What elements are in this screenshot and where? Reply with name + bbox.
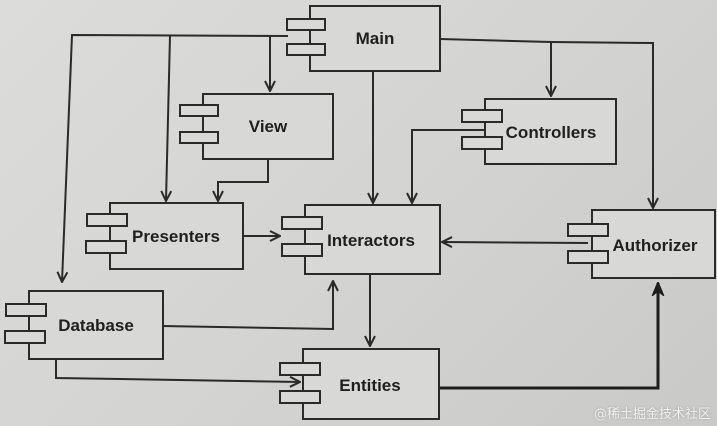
component-label: Database	[58, 316, 134, 335]
edge-database-to-interactors	[161, 281, 333, 331]
component-port-icon	[286, 43, 326, 56]
component-presenters[interactable]: Presenters	[85, 202, 244, 270]
component-port-icon	[281, 243, 323, 257]
component-port-icon	[461, 136, 503, 150]
watermark: @稀土掘金技术社区	[593, 407, 711, 422]
component-label: Controllers	[506, 123, 597, 142]
component-database[interactable]: Database	[4, 290, 164, 360]
component-view[interactable]: View	[179, 93, 334, 160]
component-label: Interactors	[327, 231, 415, 250]
component-entities[interactable]: Entities	[279, 348, 440, 420]
component-port-icon	[281, 216, 323, 230]
edge-main-to-presenters	[166, 35, 170, 201]
component-port-icon	[179, 131, 219, 144]
edge-main-to-database	[62, 33, 289, 282]
edge-main-to-controllers	[439, 38, 551, 96]
component-label: Presenters	[132, 227, 220, 246]
edge-view-to-presenters	[218, 158, 269, 201]
component-controllers[interactable]: Controllers	[461, 98, 617, 165]
component-label: Authorizer	[613, 236, 698, 255]
edge-entities-to-authorizer	[438, 283, 658, 390]
edge-main-to-authorizer	[550, 41, 653, 208]
component-port-icon	[179, 104, 219, 117]
edge-controllers-to-interactors	[412, 129, 485, 203]
component-port-icon	[4, 330, 46, 344]
component-label: Entities	[339, 376, 400, 395]
component-port-icon	[567, 223, 609, 237]
edge-database-to-entities	[55, 358, 300, 382]
component-port-icon	[86, 213, 128, 227]
component-main[interactable]: Main	[286, 5, 441, 72]
component-port-icon	[461, 109, 503, 123]
component-port-icon	[286, 18, 326, 31]
component-label: Main	[356, 29, 395, 48]
component-port-icon	[279, 362, 321, 376]
edges	[55, 33, 658, 390]
component-interactors[interactable]: Interactors	[281, 204, 441, 275]
component-authorizer[interactable]: Authorizer	[567, 209, 716, 279]
edge-authorizer-to-interactors	[442, 242, 589, 243]
component-port-icon	[5, 303, 47, 317]
component-port-icon	[567, 250, 609, 264]
component-label: View	[249, 117, 288, 136]
component-port-icon	[85, 240, 127, 254]
component-port-icon	[279, 390, 321, 404]
